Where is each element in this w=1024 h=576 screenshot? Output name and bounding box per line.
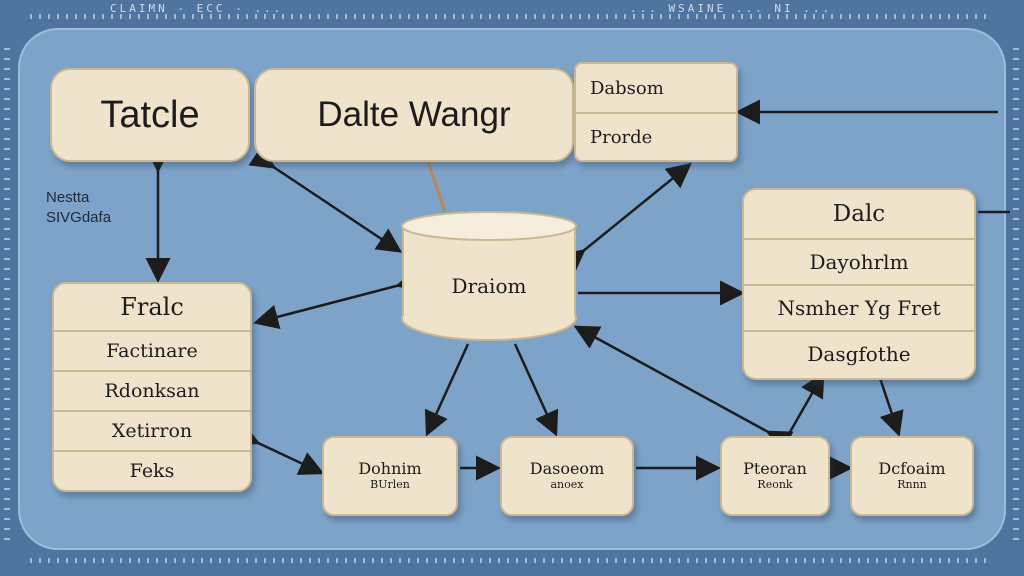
frame-top-text: CLAIMN - ECC - ... — [110, 2, 284, 15]
arrow-leftTable-box1 — [232, 422, 325, 475]
peg-line — [426, 161, 447, 213]
table-box-label: Tatcle — [100, 93, 200, 136]
frame-left-ticks — [4, 40, 10, 540]
cylinder-label: Draiom — [451, 274, 527, 298]
left-table-row-2: Rdonksan — [54, 370, 250, 410]
bottom-box-1-sub: BUrlen — [370, 478, 410, 491]
bottom-box-1: Dohnim BUrlen — [322, 436, 458, 516]
side-label-line2: SIVGdafa — [46, 209, 112, 226]
frame-top-right-text: ... WSAINE ... NI ... — [630, 2, 833, 15]
bottom-box-4-title: Dcfoaim — [878, 459, 946, 478]
arrow-cylinder-box2b — [513, 343, 559, 437]
datom-table: Dabsom Prorde — [574, 62, 738, 162]
arrow-box3-rightTable — [788, 371, 825, 433]
right-table-row-2: Nsmher Yg Fret — [744, 284, 974, 330]
datom-row-1: Dabsom — [590, 77, 664, 99]
arrow-manager-cylinder — [248, 144, 403, 253]
arrow-box3-cylinder — [573, 325, 794, 454]
frame-right-ticks — [1013, 40, 1019, 540]
left-table-row-3: Xetirron — [54, 410, 250, 450]
side-label-line1: Nestta — [46, 189, 90, 206]
table-box: Tatcle — [50, 68, 250, 162]
bottom-box-4-sub: Rnnn — [897, 478, 927, 491]
left-table: Fralc Factinare Rdonksan Xetirron Feks — [52, 282, 252, 492]
datom-row-2: Prorde — [576, 112, 736, 160]
manager-box: Dalte Wangr — [254, 68, 574, 162]
left-table-row-1: Factinare — [54, 330, 250, 370]
bottom-box-2: Dasoeom anoex — [500, 436, 634, 516]
arrow-cylinder-box2 — [424, 343, 470, 437]
left-table-header: Fralc — [120, 293, 184, 321]
bottom-box-3-title: Pteoran — [743, 459, 807, 478]
right-table-header: Dalc — [832, 201, 886, 227]
frame-top-ticks — [30, 14, 990, 19]
side-label: Nestta SIVGdafa — [46, 188, 111, 228]
manager-box-label: Dalte Wangr — [317, 95, 511, 134]
bottom-box-2-sub: anoex — [550, 478, 584, 491]
frame-bottom-ticks — [30, 558, 990, 563]
right-table: Dalc Dayohrlm Nsmher Yg Fret Dasgfothe — [742, 188, 976, 380]
bottom-box-1-title: Dohnim — [358, 459, 422, 478]
arrow-cylinder-datom — [558, 162, 692, 275]
bottom-box-4: Dcfoaim Rnnn — [850, 436, 974, 516]
right-table-row-1: Dayohrlm — [744, 238, 974, 284]
right-table-row-3: Dasgfothe — [744, 330, 974, 376]
bottom-box-2-title: Dasoeom — [529, 459, 605, 478]
arrow-cylinder-leftTable — [253, 267, 423, 330]
bottom-box-3: Pteoran Reonk — [720, 436, 830, 516]
bottom-box-3-sub: Reonk — [757, 478, 793, 491]
left-table-row-4: Feks — [54, 450, 250, 490]
arrow-rightTable-box4 — [861, 355, 904, 437]
